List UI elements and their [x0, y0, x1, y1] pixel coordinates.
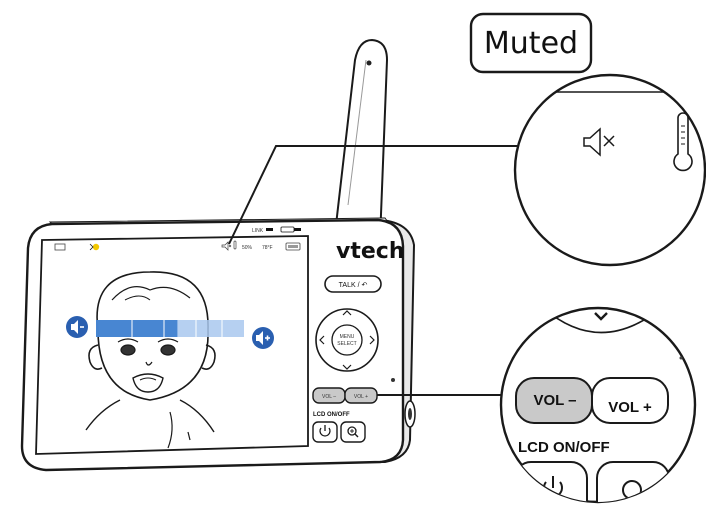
temperature-reading: 78°F	[262, 245, 273, 251]
camera-icon	[54, 243, 66, 251]
dpad-down-zoom-icon	[594, 312, 608, 321]
dpad-down-icon[interactable]	[342, 364, 352, 370]
lcd-onoff-zoom-label: LCD ON/OFF	[518, 439, 610, 456]
zoom-button[interactable]	[340, 421, 366, 443]
talk-button-label: TALK / ↶	[339, 282, 368, 289]
muted-label: Muted	[484, 26, 578, 61]
screen: 50% 78°F	[35, 235, 309, 455]
antenna	[334, 38, 389, 242]
screen-status-bar: 50% 78°F	[54, 240, 301, 251]
volume-down-icon	[66, 316, 88, 338]
vol-minus-label: VOL –	[322, 394, 336, 400]
humidity-reading: 50%	[242, 245, 253, 251]
top-indicators: LINK	[252, 226, 301, 234]
screen-thermometer-icon	[233, 240, 237, 250]
zoom-in-icon	[347, 426, 359, 438]
brand-logo: vtech	[336, 239, 404, 264]
thermometer-icon	[673, 112, 693, 172]
alert-icon	[92, 243, 100, 251]
side-jack	[404, 400, 416, 428]
mute-zoom-callout	[513, 73, 706, 267]
vol-plus-button[interactable]: VOL +	[344, 387, 378, 404]
vol-minus-zoom-label: VOL –	[533, 392, 576, 409]
power-zoom-button[interactable]	[514, 461, 588, 509]
volume-up-icon	[252, 327, 274, 349]
link-label: LINK	[252, 228, 264, 234]
battery-icon	[285, 242, 301, 251]
menu-label: MENU	[340, 334, 355, 340]
vol-minus-button[interactable]: VOL –	[312, 387, 346, 404]
callout-leaders	[228, 145, 520, 396]
dpad-up-icon[interactable]	[342, 310, 352, 316]
muted-callout-box: Muted	[469, 12, 593, 74]
vol-plus-label: VOL +	[354, 394, 368, 400]
lcd-onoff-label: LCD ON/OFF	[313, 412, 350, 418]
vol-minus-zoom-button[interactable]: VOL –	[515, 377, 593, 424]
speaker-muted-icon	[583, 127, 615, 157]
screen-mute-icon	[221, 241, 232, 251]
volume-fill	[96, 320, 178, 337]
vol-plus-zoom-button[interactable]: VOL +	[591, 377, 669, 424]
dpad-right-icon[interactable]	[369, 335, 375, 345]
select-label: SELECT	[337, 341, 356, 347]
volume-overlay	[66, 316, 274, 349]
power-icon	[319, 425, 331, 437]
talk-button[interactable]: TALK / ↶	[324, 275, 382, 293]
power-button[interactable]	[312, 421, 338, 443]
vol-plus-zoom-label: VOL +	[608, 399, 652, 416]
control-panel: vtech TALK / ↶ MENU SELECT VOL – VOL + L…	[312, 239, 404, 443]
volume-buttons-zoom-callout: VOL – VOL + LCD ON/OFF	[499, 306, 697, 509]
dpad-left-icon[interactable]	[319, 335, 325, 345]
navigation-dpad[interactable]: MENU SELECT	[315, 308, 379, 372]
